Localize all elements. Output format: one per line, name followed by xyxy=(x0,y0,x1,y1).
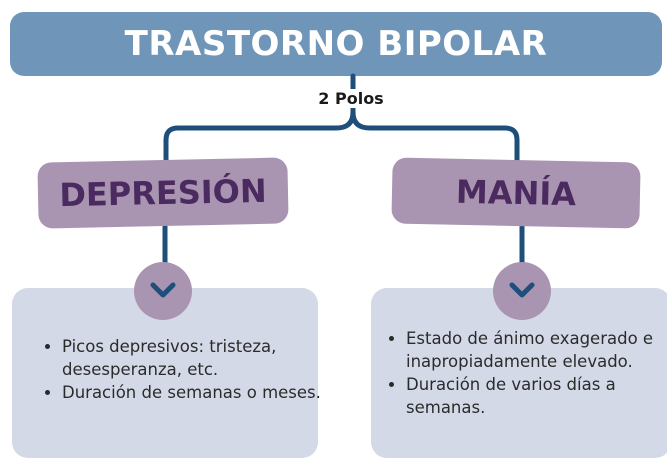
list-item: Duración de varios días a semanas. xyxy=(406,373,667,419)
list-item: Estado de ánimo exagerado e inapropiadam… xyxy=(406,327,667,373)
depresion-list: Picos depresivos: tristeza, desesperanza… xyxy=(36,335,338,404)
pole-mania: MANÍA xyxy=(391,157,641,229)
pole-label: MANÍA xyxy=(455,172,577,214)
chevron-badge xyxy=(134,262,192,320)
chevron-down-icon xyxy=(509,282,535,298)
page-title: TRASTORNO BIPOLAR xyxy=(124,24,548,64)
list-item: Duración de semanas o meses. xyxy=(62,381,338,404)
chevron-down-icon xyxy=(150,282,176,298)
chevron-badge xyxy=(493,262,551,320)
title-banner: TRASTORNO BIPOLAR xyxy=(10,12,662,76)
list-item: Picos depresivos: tristeza, desesperanza… xyxy=(62,335,338,381)
subtitle: 2 Polos xyxy=(296,89,406,108)
pole-label: DEPRESIÓN xyxy=(58,171,268,215)
mania-list: Estado de ánimo exagerado e inapropiadam… xyxy=(380,327,667,419)
pole-depresion: DEPRESIÓN xyxy=(37,157,289,229)
